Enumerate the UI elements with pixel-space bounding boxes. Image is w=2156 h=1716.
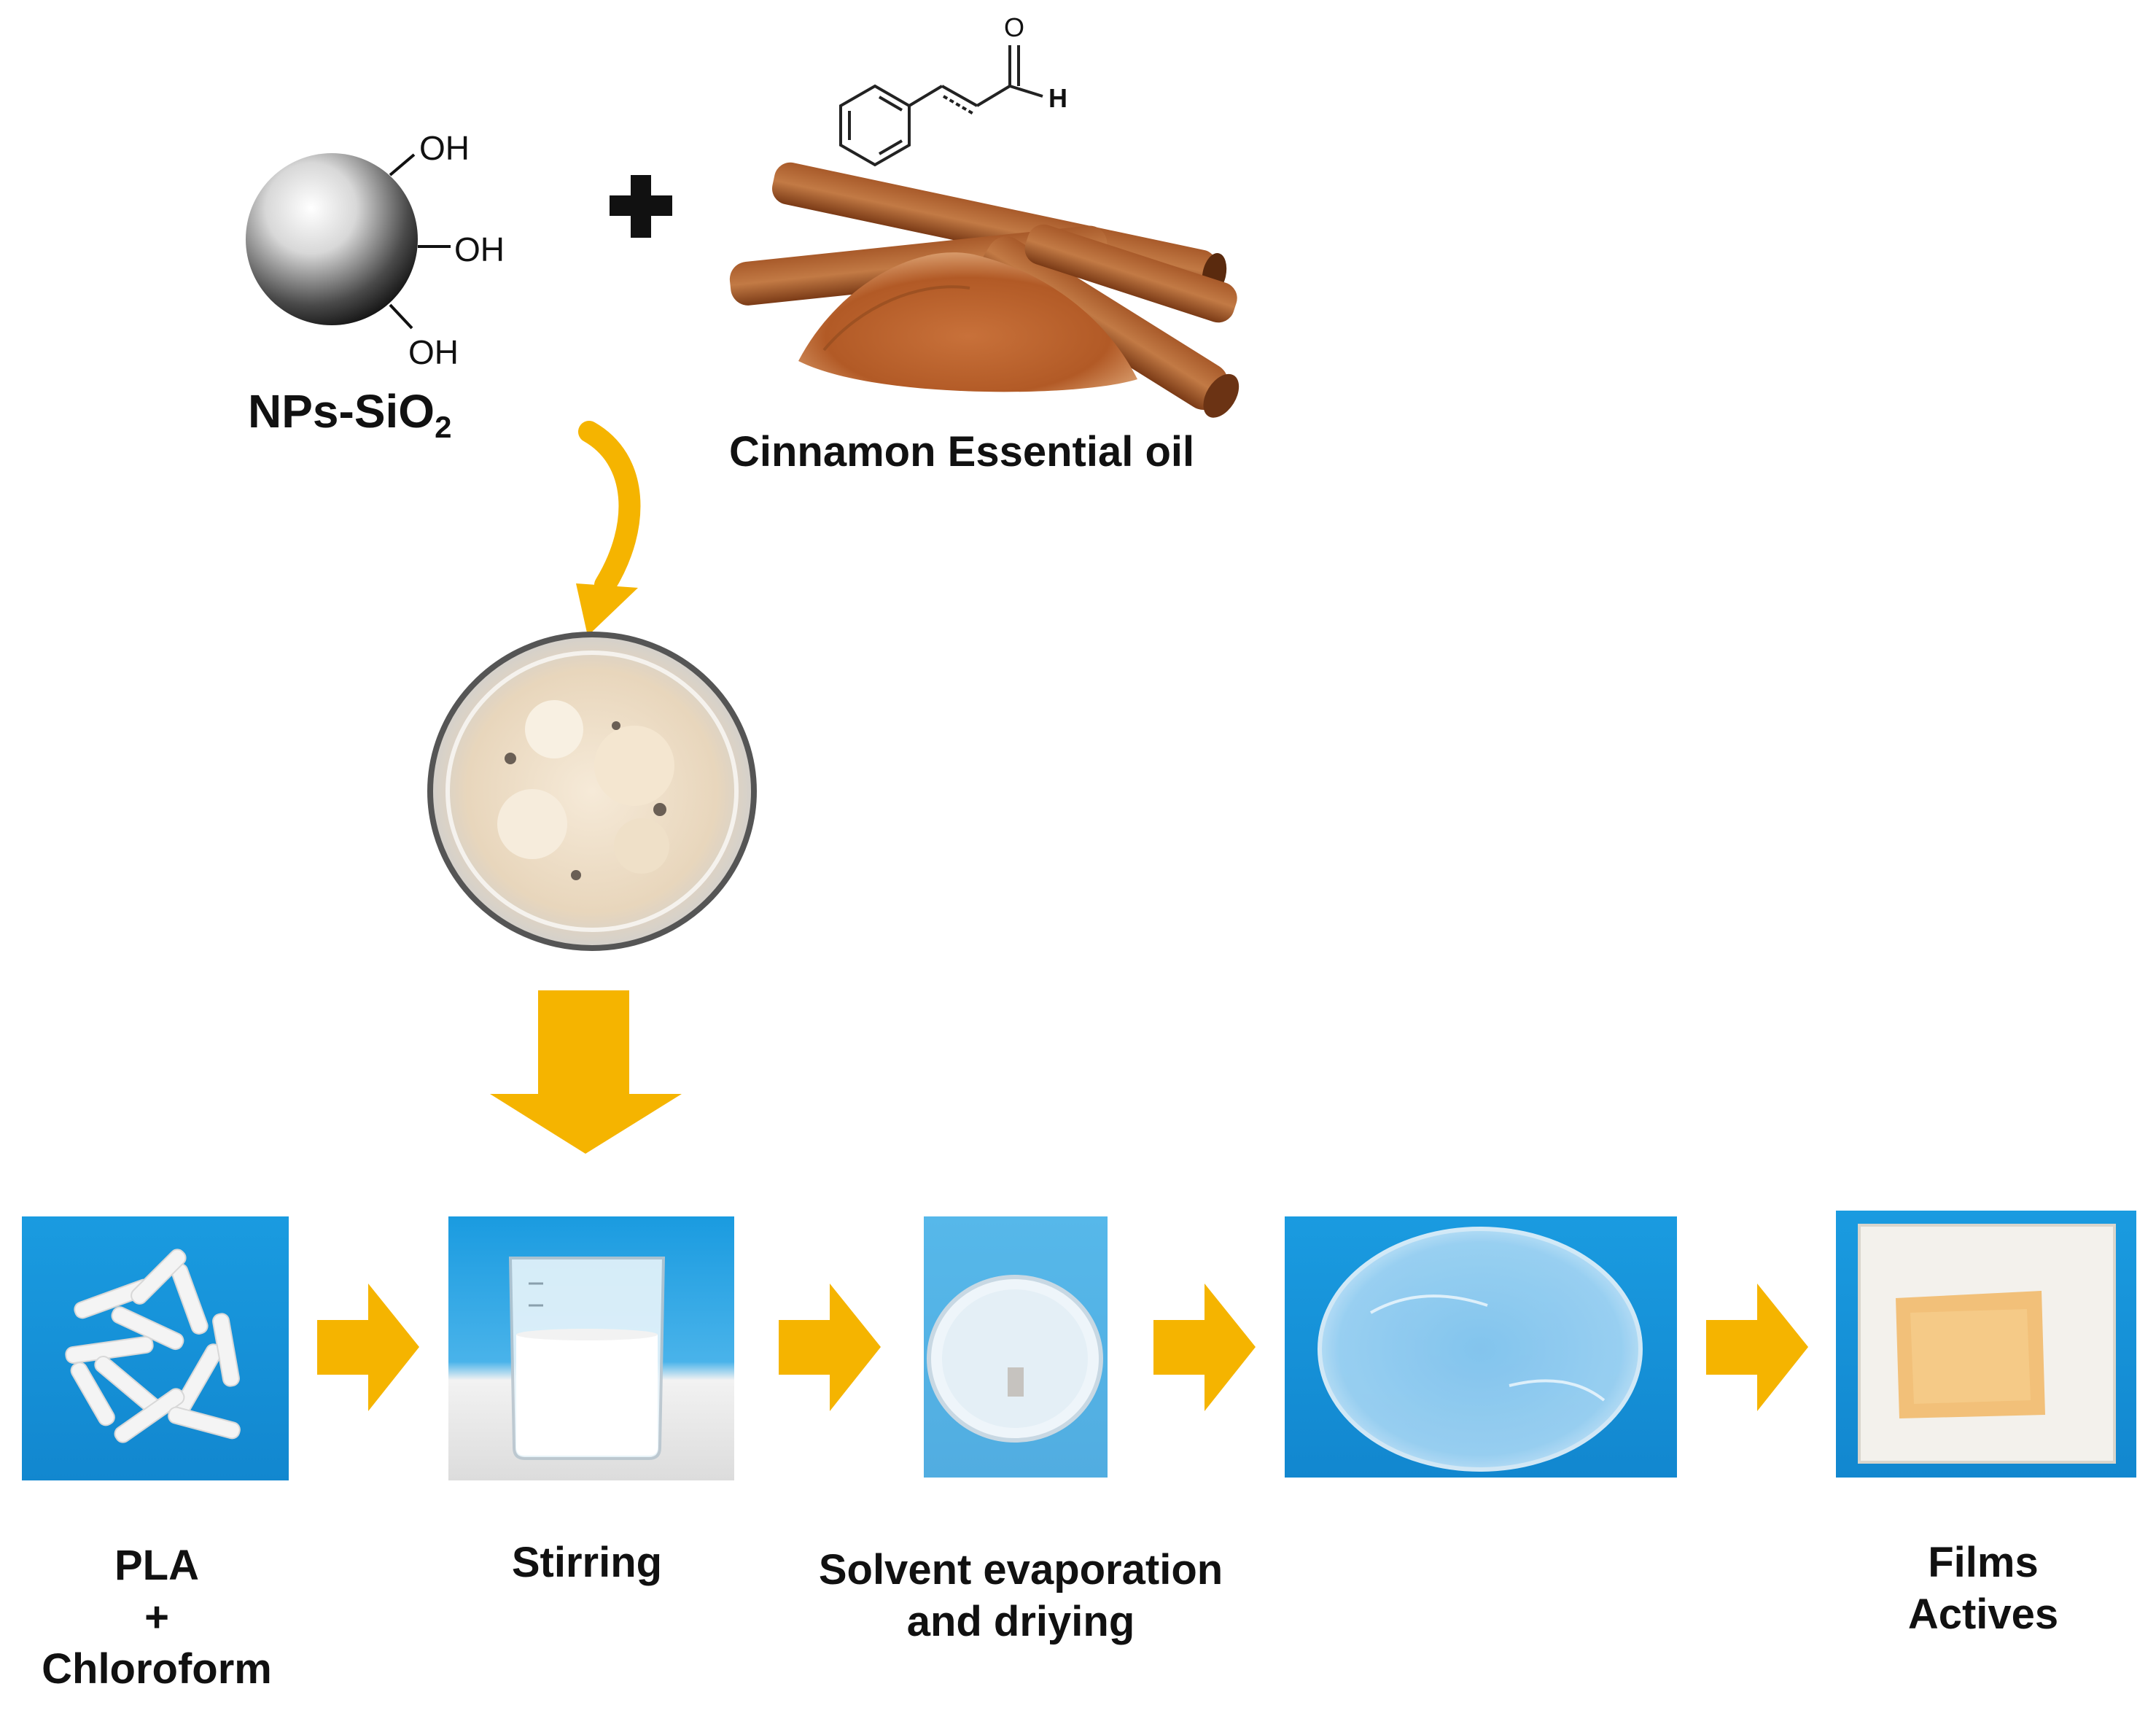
- silica-label: NPs-SiO2: [248, 383, 451, 446]
- step-3-label: Solvent evaporation and driying: [773, 1545, 1269, 1648]
- cinnamon-sticks-image: [729, 162, 1239, 418]
- cinnamaldehyde-structure-icon: [839, 45, 1043, 167]
- hydroxyl-label: OH: [408, 333, 459, 371]
- step-3-label-line: and driying: [906, 1597, 1135, 1645]
- step-3-photo: [924, 1216, 1108, 1478]
- plus-icon: [610, 175, 672, 238]
- step-2-photo: [448, 1216, 734, 1480]
- step-1-label: PLA + Chloroform: [15, 1540, 299, 1695]
- step-2-label: Stirring: [452, 1537, 722, 1589]
- hydroxyl-label: OH: [454, 230, 505, 268]
- right-arrow-icon: [1153, 1284, 1256, 1411]
- step-5-photo: [1836, 1211, 2136, 1478]
- step-5-label-line: Films: [1928, 1539, 2039, 1586]
- step-5-label-line: Actives: [1907, 1590, 2059, 1638]
- silica-nanoparticle-icon: [246, 153, 451, 330]
- step-3-label-line: Solvent evaporation: [818, 1546, 1223, 1593]
- aldehyde-hydrogen-label: H: [1048, 83, 1067, 113]
- right-arrow-icon: [1706, 1284, 1808, 1411]
- aldehyde-oxygen-label: O: [1004, 12, 1025, 42]
- step-2-label-line: Stirring: [511, 1539, 663, 1586]
- step-4-photo: [1285, 1216, 1677, 1478]
- step-1-label-line: Chloroform: [42, 1645, 272, 1693]
- silica-label-text: NPs-SiO: [248, 385, 435, 438]
- step-1-label-line: +: [144, 1593, 169, 1641]
- oil-label: Cinnamon Essential oil: [729, 428, 1195, 475]
- curved-down-arrow-icon: [576, 421, 641, 636]
- petri-dish-powder-image: [427, 632, 757, 951]
- down-arrow-icon: [490, 990, 682, 1154]
- silica-subscript: 2: [435, 409, 452, 444]
- right-arrow-icon: [779, 1284, 881, 1411]
- hydroxyl-label: OH: [419, 129, 470, 167]
- right-arrow-icon: [317, 1284, 419, 1411]
- step-1-photo: [22, 1216, 289, 1480]
- step-1-label-line: PLA: [114, 1542, 199, 1589]
- step-5-label: Films Actives: [1852, 1537, 2114, 1641]
